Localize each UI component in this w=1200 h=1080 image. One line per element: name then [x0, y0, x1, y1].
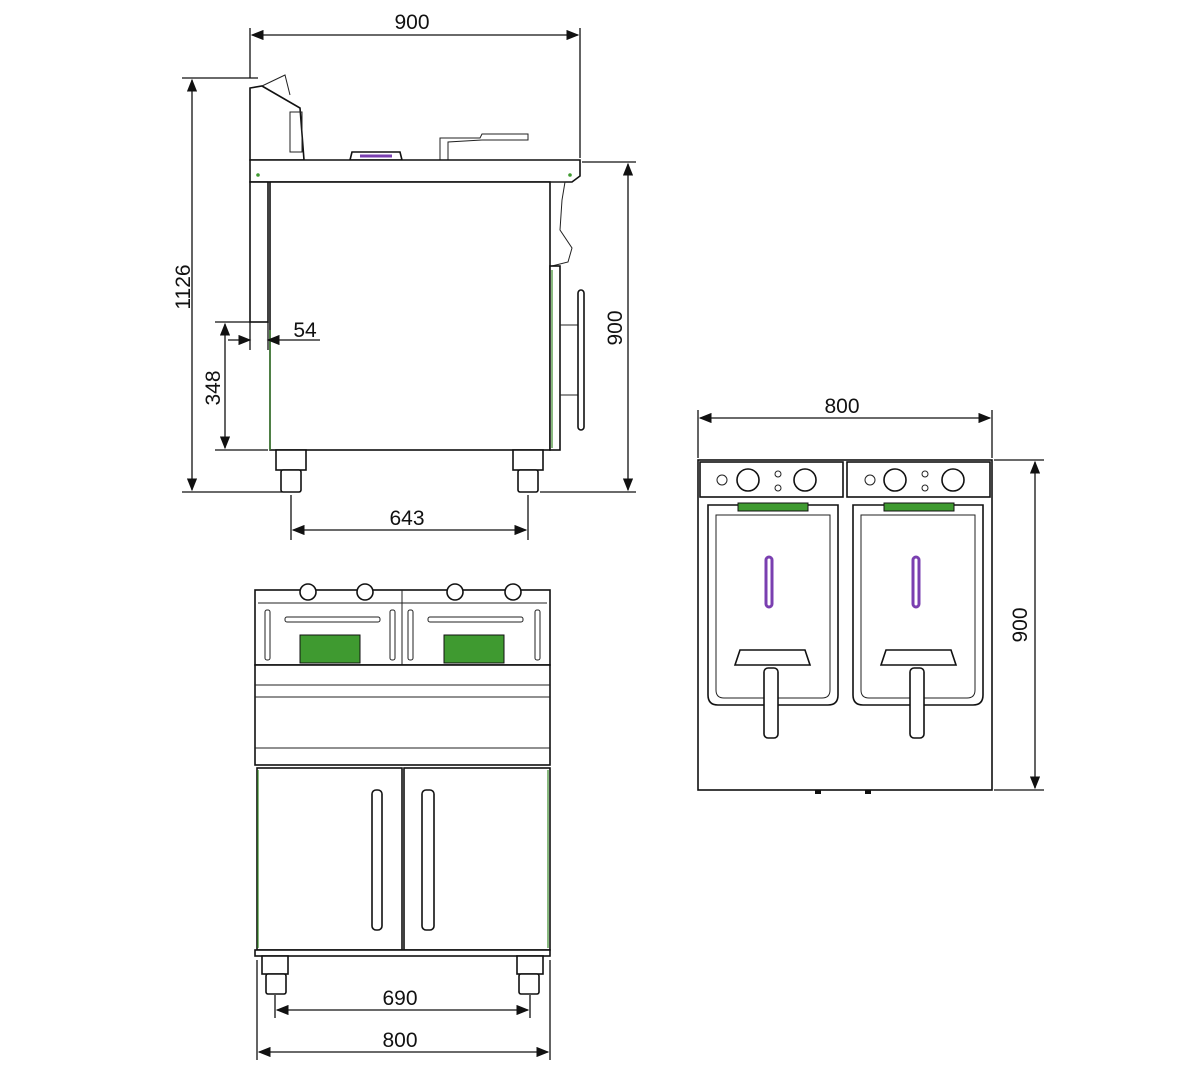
worktop-side: [249, 159, 581, 183]
door-handle-right: [421, 789, 435, 931]
dim-top-depth: 900: [1009, 607, 1032, 642]
fry-basket-mesh-right: [443, 634, 505, 664]
door-handle-left: [371, 789, 383, 931]
dim-front-width: 800: [382, 1029, 417, 1052]
dim-front-foot-span: 690: [382, 987, 417, 1010]
dim-top-width: 800: [824, 395, 859, 418]
top-view: 800 900: [697, 395, 1044, 794]
dim-side-width: 900: [394, 11, 429, 34]
cabinet-side: [269, 181, 551, 451]
dim-worktop-height: 900: [604, 310, 627, 345]
top-knobs: [716, 468, 965, 492]
side-view: 900 1126 900 348 54 643: [172, 11, 636, 540]
dim-total-height: 1126: [172, 264, 195, 309]
front-knobs: [299, 583, 522, 601]
door-handle-side: [577, 289, 585, 431]
control-panel-side: [249, 85, 305, 161]
front-view: 690 800: [254, 583, 551, 1060]
dim-clearance: 348: [202, 370, 225, 405]
dim-leg-offset: 54: [293, 319, 317, 342]
fry-basket-mesh-left: [299, 634, 361, 664]
fry-well-left: [707, 502, 839, 739]
fry-well-right: [852, 502, 984, 739]
dim-side-foot-span: 643: [389, 507, 424, 530]
